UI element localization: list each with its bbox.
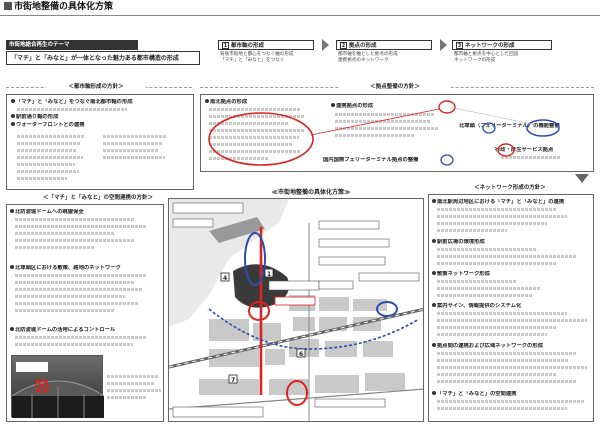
svg-text:6: 6 <box>299 351 303 358</box>
map-red-circle-1 <box>248 301 270 321</box>
axis-policy-heading: ＜都市軸形成の方針＞ <box>46 84 146 91</box>
node-policy-heading: ＜拠点整備の方針＞ <box>340 84 450 91</box>
bullet-icon <box>11 122 15 126</box>
sea-area <box>169 199 289 327</box>
bullet-icon <box>331 103 335 107</box>
bullet-icon <box>432 239 436 243</box>
map-title: ≪市街地整備の具体化方策≫ <box>271 189 351 196</box>
bullet-icon <box>432 303 436 307</box>
blue-callout-ellipse <box>526 119 560 137</box>
bullet-icon <box>10 209 14 213</box>
network-policy-panel: 南北駅周辺地区における「マチ」と「みなと」の連携 駅前広場の環境形成 散策ネット… <box>428 194 594 422</box>
network-item-4: 案内サイン、情報提供のシステム化 <box>432 303 592 310</box>
title-rule <box>0 15 600 16</box>
step-3-desc: 都市軸と拠点を中心とした回遊ネットワークの形成 <box>454 52 519 63</box>
bullet-icon <box>432 391 436 395</box>
red-callout-small <box>438 100 456 114</box>
svg-text:4: 4 <box>223 275 227 282</box>
map-blue-ellipse-2 <box>376 301 398 317</box>
axis-item-3: ウォーターフロントとの連携 <box>11 122 191 129</box>
bullet-icon <box>10 265 14 269</box>
bullet-icon <box>11 99 15 103</box>
step-1-chevron-icon <box>322 39 329 51</box>
theme-label: 市街地総合再生のテーマ <box>6 40 138 50</box>
node-item-3: 北埠頭（フェリーターミナル）の機能整備 <box>459 123 560 129</box>
svg-text:7: 7 <box>231 377 235 384</box>
space-policy-heading: ＜「マチ」と「みなと」の空間連携の方針＞ <box>8 195 188 202</box>
space-policy-panel: 北防波堤ドームへの眺望保全 北埠頭区における散策、路地のネットワーク 北防波堤ド… <box>6 204 164 422</box>
theme-statement: 「マチ」と「みなと」が一体となった魅力ある都市構造の形成 <box>6 51 200 65</box>
network-item-2: 駅前広場の環境形成 <box>432 239 592 246</box>
network-item-3: 散策ネットワーク形成 <box>432 271 592 278</box>
bullet-icon <box>432 271 436 275</box>
axis-item-1: 「マチ」と「みなと」をつなぐ南北都市軸の形成 <box>11 99 191 106</box>
space-item-2: 北埠頭区における散策、路地のネットワーク <box>10 265 162 272</box>
red-callout-ellipse <box>208 112 314 166</box>
node-item-5: 国内国際フェリーターミナル拠点の整備 <box>323 157 419 163</box>
down-arrow-icon <box>575 174 589 183</box>
space-item-3: 北防波堤ドームの活用によるコントロール <box>10 327 162 334</box>
network-route <box>208 308 420 350</box>
network-item-6: 「マチ」と「みなと」の空間連携 <box>432 391 592 398</box>
bullet-icon <box>205 99 209 103</box>
axis-item-2: 駅前通り軸の形成 <box>11 114 191 121</box>
pier-shape <box>209 217 265 243</box>
node-item-4: 行政・厚生サービス拠点 <box>495 147 554 153</box>
bullet-icon <box>432 199 436 203</box>
svg-text:1: 1 <box>267 271 271 278</box>
bullet-icon <box>432 343 436 347</box>
page-title: 市街地整備の具体化方策 <box>4 2 113 13</box>
axis-policy-panel: 「マチ」と「みなと」をつなぐ南北都市軸の形成 駅前通り軸の形成 ウォーターフロン… <box>6 94 194 190</box>
bullet-icon <box>10 327 14 331</box>
map-red-circle-2 <box>286 380 308 406</box>
network-item-1: 南北駅周辺地区における「マチ」と「みなと」の連携 <box>432 199 592 206</box>
node-policy-panel: 南北拠点の形成 連携拠点の形成 国内国際フェリーターミナル拠点の整備 北埠頭（フ… <box>200 94 594 172</box>
node-item-1: 南北拠点の形成 <box>205 99 321 106</box>
network-policy-heading: ＜ネットワーク形成の方針＞ <box>440 185 580 192</box>
node-callouts <box>208 100 560 166</box>
title-mark-icon <box>4 2 12 10</box>
map-canvas: 4 1 6 7 <box>169 199 423 421</box>
node-item-2: 連携拠点の形成 <box>331 103 441 110</box>
step-2-desc: 都市軸を軸とした拠点の形成連携拠点のネットワーク <box>338 52 398 63</box>
step-2-chevron-icon <box>440 39 447 51</box>
bullet-icon <box>11 114 15 118</box>
dome-photo-image <box>11 355 105 418</box>
network-item-5: 拠点間の連携および広域ネットワークの形成 <box>432 343 592 350</box>
space-item-1: 北防波堤ドームへの眺望保全 <box>10 209 162 216</box>
step-1-desc: 背後市街地と都心をつなぐ軸の形成「マチ」と「みなと」をつなぐ <box>220 52 294 63</box>
map-blue-ellipse-1 <box>244 232 266 286</box>
central-map: 4 1 6 7 <box>168 198 424 422</box>
